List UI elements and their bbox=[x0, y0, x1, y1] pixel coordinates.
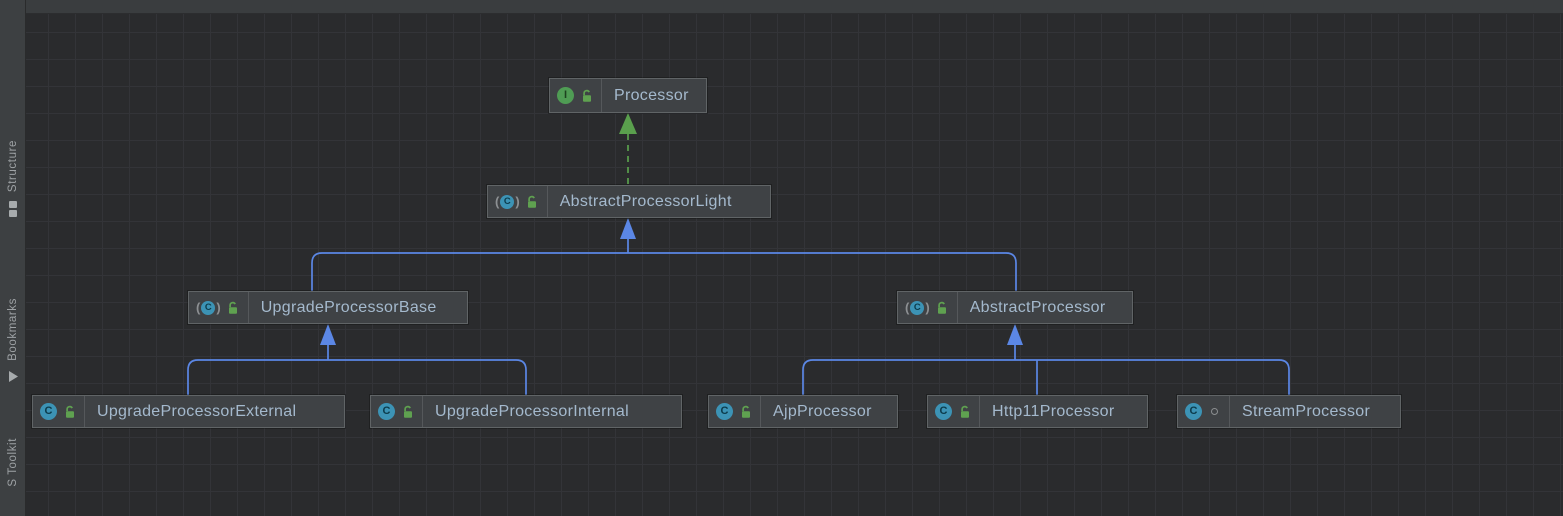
abstract-class-icon: C bbox=[495, 193, 520, 210]
diagram-node-upgradeprocessorexternal[interactable]: C UpgradeProcessorExternal bbox=[32, 395, 345, 428]
public-lock-icon bbox=[580, 88, 593, 103]
node-label: Http11Processor bbox=[992, 402, 1115, 420]
node-label: UpgradeProcessorBase bbox=[260, 298, 437, 316]
diagram-node-upgradeprocessorinternal[interactable]: C UpgradeProcessorInternal bbox=[370, 395, 682, 428]
node-icon-cell: C bbox=[371, 396, 423, 427]
public-lock-icon bbox=[63, 404, 76, 419]
sidebar-item-bookmarks[interactable]: Bookmarks bbox=[0, 298, 25, 383]
abstract-class-icon: C bbox=[196, 299, 221, 316]
diagram-canvas[interactable] bbox=[26, 14, 1563, 516]
diagram-node-abstractprocessor[interactable]: C AbstractProcessor bbox=[897, 291, 1133, 324]
package-local-icon bbox=[1208, 404, 1221, 419]
public-lock-icon bbox=[958, 404, 971, 419]
node-icon-cell: C bbox=[1178, 396, 1230, 427]
class-icon: C bbox=[40, 403, 57, 420]
diagram-node-abstractprocessorlight[interactable]: C AbstractProcessorLight bbox=[487, 185, 771, 218]
public-lock-icon bbox=[401, 404, 414, 419]
node-label: AjpProcessor bbox=[773, 402, 872, 420]
diagram-node-http11processor[interactable]: C Http11Processor bbox=[927, 395, 1148, 428]
diagram-node-streamprocessor[interactable]: C StreamProcessor bbox=[1177, 395, 1401, 428]
public-lock-icon bbox=[227, 300, 240, 315]
node-label: Processor bbox=[614, 86, 689, 104]
node-icon-cell: C bbox=[928, 396, 980, 427]
class-icon: C bbox=[378, 403, 395, 420]
node-icon-cell: C bbox=[898, 292, 958, 323]
node-label: AbstractProcessorLight bbox=[559, 192, 732, 210]
editor-top-strip bbox=[26, 0, 1563, 14]
tool-window-stripe: Structure Bookmarks S Toolkit bbox=[0, 0, 26, 516]
toolkit-tab-label: S Toolkit bbox=[7, 438, 19, 487]
abstract-class-icon: C bbox=[905, 299, 930, 316]
bookmark-icon bbox=[8, 370, 18, 382]
diagram-node-processor[interactable]: I Processor bbox=[549, 78, 707, 113]
diagram-node-upgradeprocessorbase[interactable]: C UpgradeProcessorBase bbox=[188, 291, 468, 324]
class-icon: C bbox=[716, 403, 733, 420]
node-label: AbstractProcessor bbox=[969, 298, 1106, 316]
sidebar-item-structure[interactable]: Structure bbox=[0, 140, 25, 218]
node-icon-cell: C bbox=[709, 396, 761, 427]
public-lock-icon bbox=[526, 194, 539, 209]
public-lock-icon bbox=[739, 404, 752, 419]
interface-icon: I bbox=[557, 87, 574, 104]
node-icon-cell: C bbox=[189, 292, 249, 323]
node-label: UpgradeProcessorInternal bbox=[435, 402, 629, 420]
node-icon-cell: I bbox=[550, 79, 602, 112]
bookmarks-tab-label: Bookmarks bbox=[7, 298, 19, 361]
public-lock-icon bbox=[936, 300, 949, 315]
diagram-node-ajpprocessor[interactable]: C AjpProcessor bbox=[708, 395, 898, 428]
sidebar-item-aws-toolkit[interactable]: S Toolkit bbox=[0, 438, 25, 487]
node-label: StreamProcessor bbox=[1242, 402, 1371, 420]
structure-icon bbox=[9, 201, 17, 218]
class-icon: C bbox=[1185, 403, 1202, 420]
node-icon-cell: C bbox=[33, 396, 85, 427]
node-icon-cell: C bbox=[488, 186, 548, 217]
class-icon: C bbox=[935, 403, 952, 420]
node-label: UpgradeProcessorExternal bbox=[97, 402, 297, 420]
structure-tab-label: Structure bbox=[7, 140, 19, 193]
